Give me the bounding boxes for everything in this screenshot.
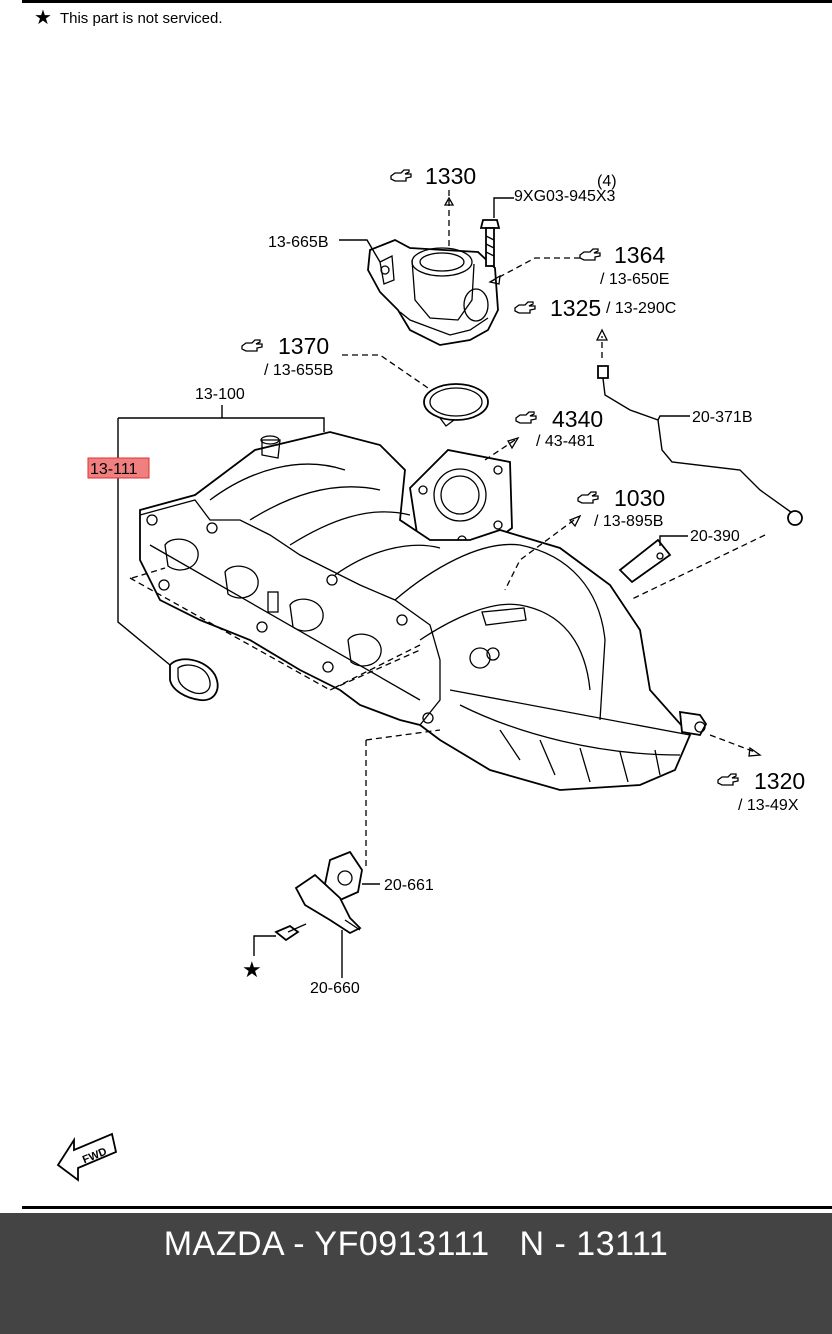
- highlight-box: [87, 457, 150, 479]
- hand-pointer-icon: [579, 248, 601, 261]
- hand-pointer-icon: [717, 773, 739, 786]
- part-13-100-label: 13-100: [195, 386, 245, 403]
- ref-number: 1364: [614, 242, 665, 268]
- ref-1325: 1325 / 13-290C: [514, 295, 676, 321]
- bracket-20-390: [618, 538, 672, 584]
- bolt-9xg03: [479, 219, 501, 267]
- hand-pointer-icon: [241, 339, 263, 352]
- ref-sub: / 13-650E: [600, 271, 669, 288]
- hand-pointer-icon: [515, 411, 537, 424]
- ref-sub: / 13-655B: [264, 362, 333, 379]
- ref-1370: 1370 / 13-655B: [241, 333, 333, 379]
- hand-pointer-icon: [577, 491, 599, 504]
- ref-number: 1320: [754, 768, 805, 794]
- top-border: [22, 0, 832, 3]
- bottom-border: [22, 1206, 832, 1209]
- part-footer-bar: MAZDA - YF0913111 N - 13111: [0, 1213, 832, 1334]
- ref-1364: 1364 / 13-650E: [579, 242, 669, 288]
- ref-1030: 1030 / 13-895B: [577, 485, 665, 530]
- ref-number: 1030: [614, 485, 665, 511]
- part-20-390-label: 20-390: [690, 528, 740, 545]
- hand-pointer-icon: [514, 301, 536, 314]
- ref-sub: / 43-481: [536, 433, 595, 450]
- part-20-661-label: 20-661: [384, 877, 434, 894]
- fwd-arrow-icon: [56, 1132, 118, 1182]
- ref-sub: / 13-290C: [606, 300, 676, 317]
- manifold-gasket-13-111: [169, 658, 219, 702]
- bolt-part-label: 9XG03-945X3: [514, 188, 616, 205]
- ref-number: 1370: [278, 333, 329, 359]
- ref-sub: / 13-49X: [738, 797, 799, 814]
- hand-pointer-icon: [390, 169, 412, 182]
- part-13-111-label: 13-111: [90, 461, 138, 478]
- leader-lines: [117, 190, 766, 978]
- star-icon: ★: [242, 957, 262, 982]
- intake-manifold: [139, 431, 708, 791]
- highlighted-part[interactable]: 13-111: [87, 457, 150, 479]
- throttle-body: [367, 239, 499, 346]
- star-icon: ★: [34, 7, 52, 29]
- ref-1320: 1320 / 13-49X: [717, 768, 805, 814]
- part-number-caption: MAZDA - YF0913111 N - 13111: [163, 1225, 669, 1263]
- ref-number: 1330: [425, 163, 476, 189]
- sensor-assembly: [274, 850, 363, 942]
- not-serviced-text: This part is not serviced.: [59, 9, 223, 27]
- part-20-371b-label: 20-371B: [692, 409, 753, 426]
- part-13-665b-label: 13-665B: [268, 234, 329, 251]
- throttle-gasket: [423, 383, 489, 427]
- ref-4340: 4340 / 43-481: [515, 406, 603, 450]
- vent-hose: [597, 365, 803, 526]
- ref-sub: / 13-895B: [594, 513, 663, 530]
- ref-number: 4340: [552, 406, 603, 432]
- not-serviced-note: ★ This part is not serviced.: [34, 8, 223, 28]
- part-20-660-label: 20-660: [310, 980, 360, 997]
- bolt-qty-label: (4): [597, 173, 617, 190]
- exploded-diagram: 1330 1364 / 13-650E 1325 / 13-290C 1370 …: [56, 163, 805, 1182]
- ref-number: 1325: [550, 295, 601, 321]
- ref-1330: 1330: [390, 163, 476, 189]
